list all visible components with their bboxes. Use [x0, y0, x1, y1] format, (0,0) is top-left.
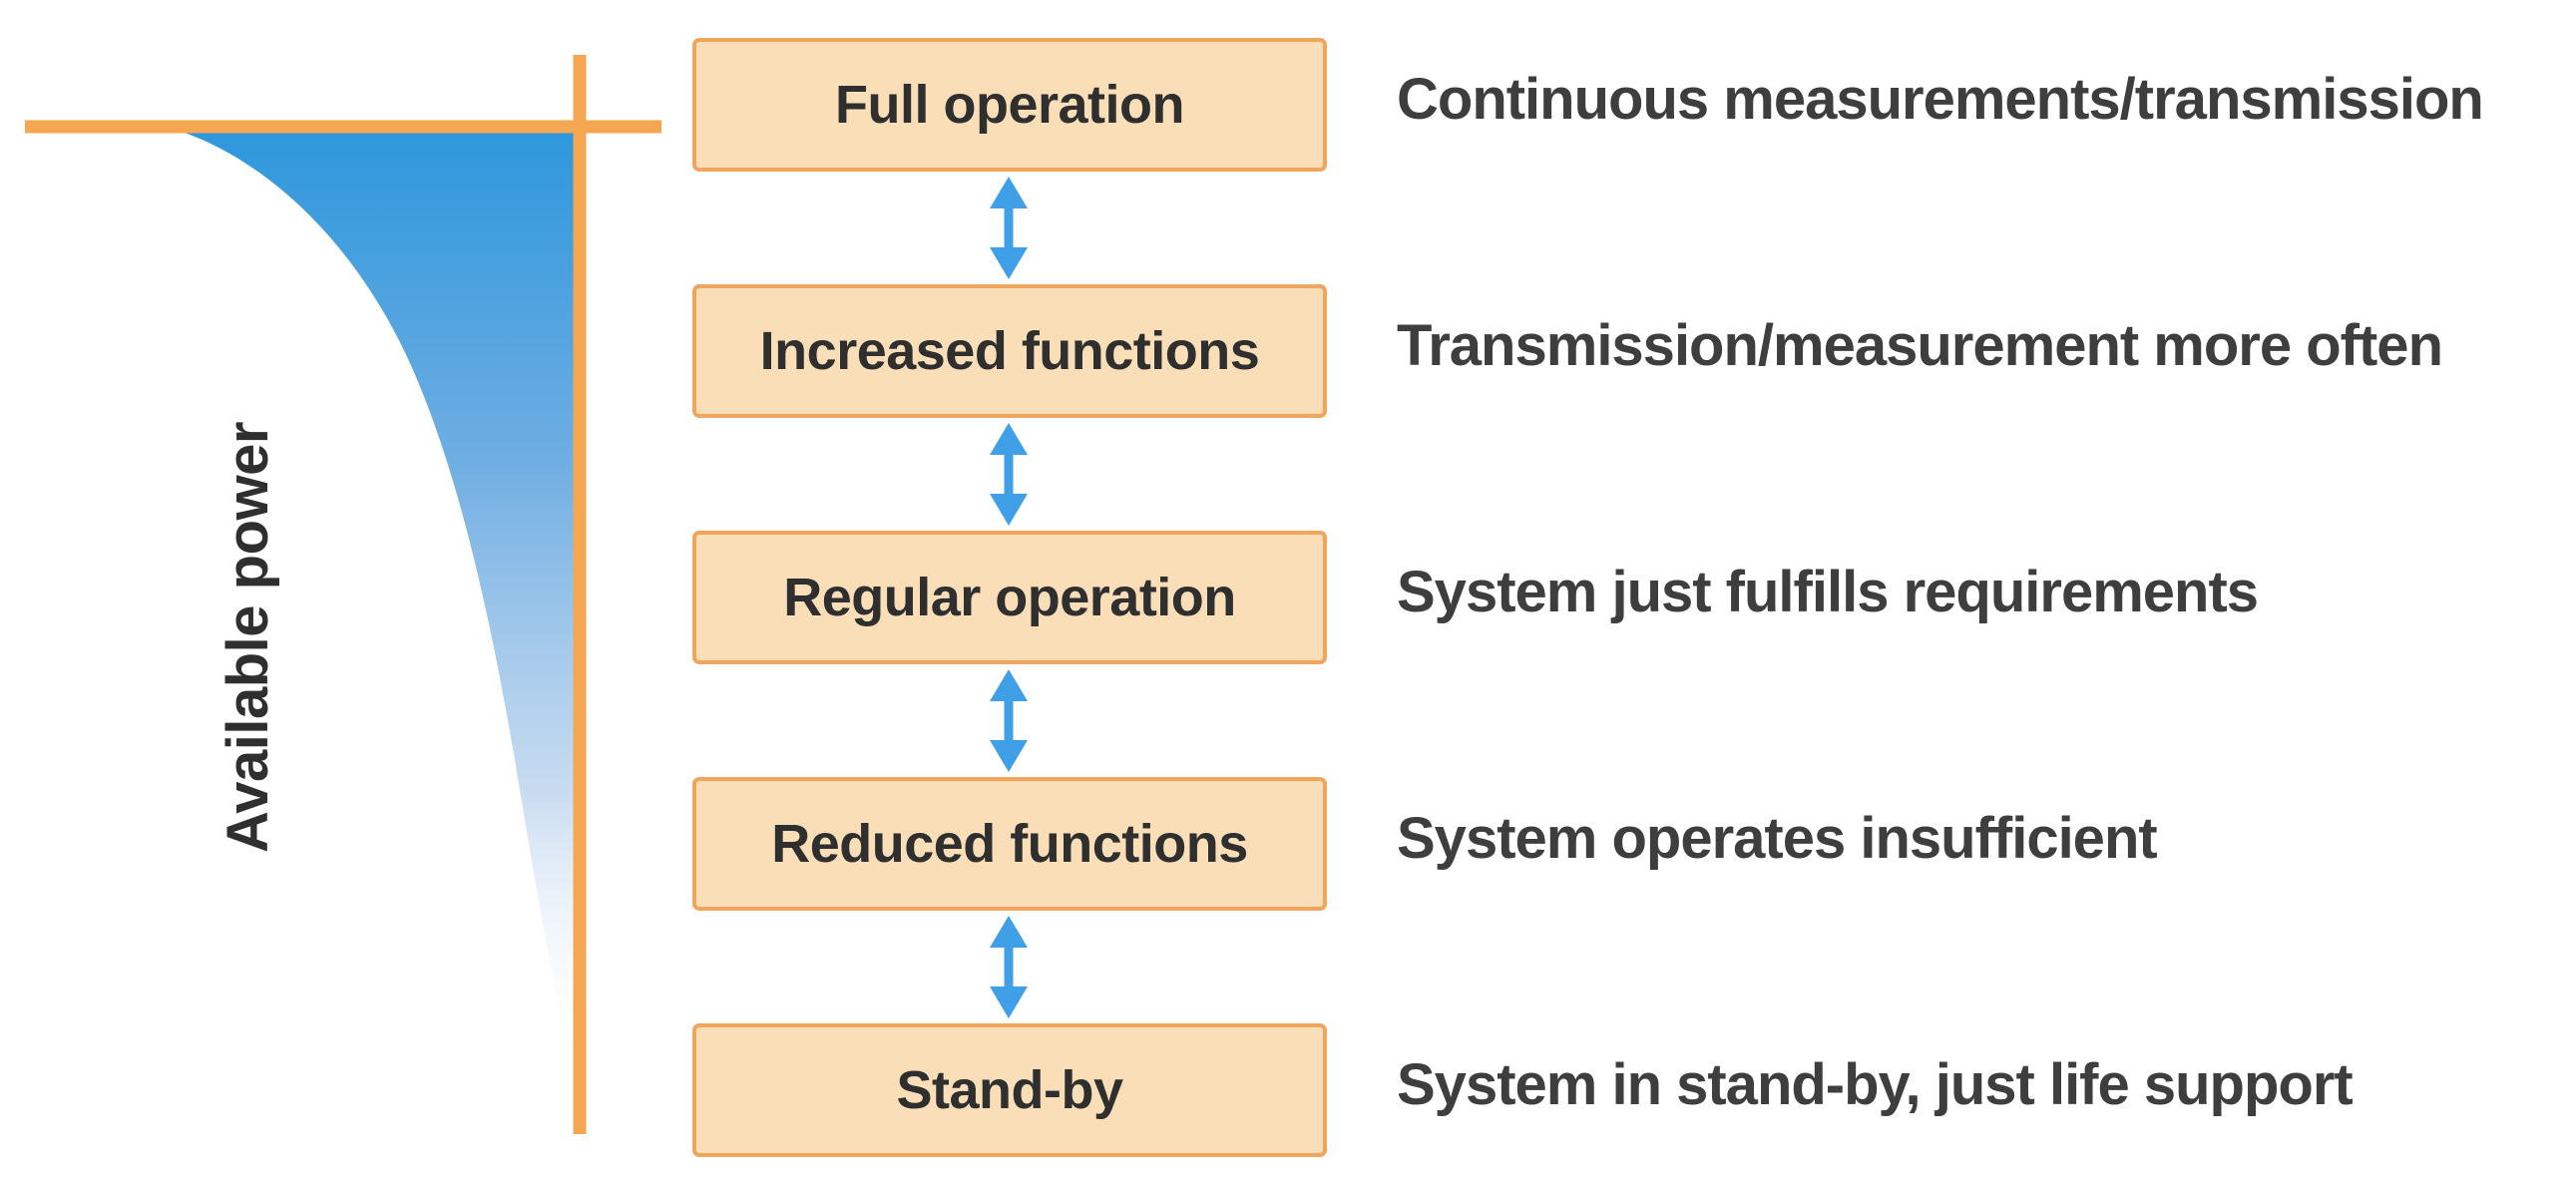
available-power-axis-label: Available power — [215, 422, 280, 853]
mode-description: Transmission/measurement more often — [1397, 312, 2443, 378]
mode-box-label: Stand-by — [896, 1060, 1123, 1120]
mode-box-label: Reduced functions — [771, 814, 1248, 874]
power-decay-area — [185, 133, 574, 1067]
mode-box-full-operation: Full operation — [692, 38, 1327, 172]
mode-description: System just fulfills requirements — [1397, 559, 2259, 624]
mode-box-stand-by: Stand-by — [692, 1023, 1327, 1157]
mode-box-label: Regular operation — [783, 568, 1236, 627]
mode-description: Continuous measurements/transmission — [1397, 66, 2484, 132]
mode-box-label: Full operation — [835, 75, 1185, 135]
mode-description: System operates insufficient — [1397, 805, 2158, 871]
mode-box-label: Increased functions — [759, 321, 1260, 381]
mode-box-regular-operation: Regular operation — [692, 531, 1327, 664]
available-power-chart — [25, 55, 661, 1134]
double-arrow-icon — [990, 423, 1028, 526]
double-arrow-icon — [990, 669, 1028, 772]
double-arrow-icon — [990, 177, 1028, 279]
mode-box-increased-functions: Increased functions — [692, 284, 1327, 418]
mode-description: System in stand-by, just life support — [1397, 1051, 2354, 1117]
double-arrow-icon — [990, 916, 1028, 1018]
mode-box-reduced-functions: Reduced functions — [692, 777, 1327, 911]
